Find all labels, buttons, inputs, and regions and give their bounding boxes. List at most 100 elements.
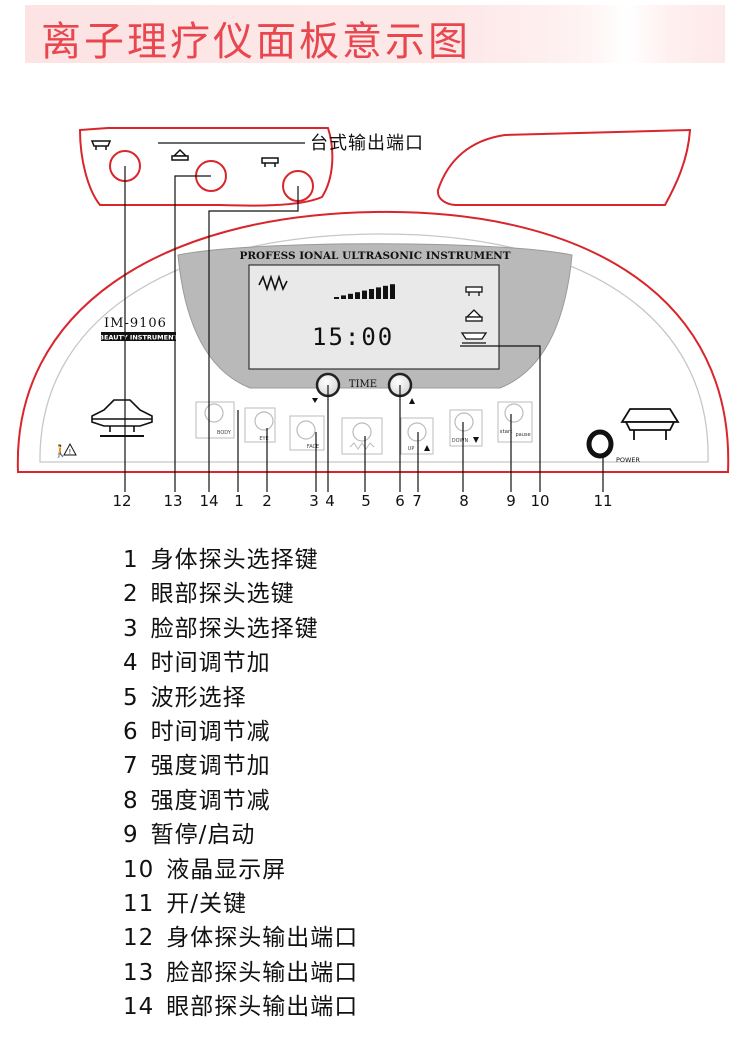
pause-button-label: pause <box>515 432 530 438</box>
legend-text: 脸部探头输出端口 <box>166 959 359 986</box>
legend-num: 12 <box>123 925 155 952</box>
start-pause-button[interactable]: start pause <box>497 401 533 443</box>
model-name: IM-9106 <box>104 316 167 331</box>
intensity-bar <box>362 290 367 299</box>
legend-item: 8 强度调节减 <box>123 784 523 818</box>
wave-select-button[interactable] <box>341 417 383 455</box>
lcd-body-icon <box>460 332 488 344</box>
up-button-label: UP <box>408 446 415 452</box>
body-probe-icon-left <box>91 399 153 437</box>
eye-probe-port-icon <box>261 157 279 167</box>
legend-item: 14 眼部探头输出端口 <box>123 990 523 1024</box>
legend-num: 5 <box>123 684 139 711</box>
callout-4: 4 <box>325 492 335 510</box>
time-label: TIME <box>349 379 377 390</box>
intensity-bar <box>341 295 346 299</box>
up-arrow-icon <box>424 445 430 451</box>
page-title: 离子理疗仪面板意示图 <box>41 19 471 65</box>
callout-5: 5 <box>361 492 371 510</box>
intensity-bar <box>348 293 353 299</box>
face-select-button[interactable]: FACE <box>289 415 325 451</box>
legend-item: 5 波形选择 <box>123 681 523 715</box>
power-button[interactable] <box>586 429 614 459</box>
intensity-bar <box>334 297 339 299</box>
callout-14: 14 <box>199 492 218 510</box>
legend-text: 波形选择 <box>150 684 247 711</box>
start-button-label: start <box>500 429 514 435</box>
time-down-arrow-icon <box>409 398 415 404</box>
callout-8: 8 <box>459 492 469 510</box>
intensity-up-button[interactable]: UP <box>400 417 434 455</box>
callout-13: 13 <box>163 492 182 510</box>
callout-12: 12 <box>112 492 131 510</box>
brand-badge: BEAUTY INSTRUMENT <box>99 334 179 342</box>
legend-item: 11 开/关键 <box>123 887 523 921</box>
body-button-label: BODY <box>217 430 232 436</box>
legend-num: 7 <box>123 753 139 780</box>
intensity-down-button[interactable]: DOWN <box>449 409 483 447</box>
power-label: POWER <box>616 456 641 464</box>
legend-num: 4 <box>123 650 139 677</box>
legend-text: 开/关键 <box>166 890 248 917</box>
legend-text: 身体探头输出端口 <box>166 925 359 952</box>
legend-item: 6 时间调节减 <box>123 715 523 749</box>
title-banner: 离子理疗仪面板意示图 <box>25 5 725 65</box>
callout-leaders <box>124 166 604 492</box>
panel-header: PROFESS IONAL ULTRASONIC INSTRUMENT <box>239 250 510 262</box>
legend-num: 3 <box>123 615 139 642</box>
callout-2: 2 <box>262 492 272 510</box>
legend-num: 9 <box>123 822 139 849</box>
intensity-bar <box>383 285 388 299</box>
legend-text: 强度调节减 <box>150 787 271 814</box>
down-button-label: DOWN <box>452 438 469 444</box>
callout-1: 1 <box>234 492 244 510</box>
body-select-button[interactable]: BODY <box>195 401 235 439</box>
port-label: 台式输出端口 <box>310 133 424 154</box>
legend-text: 暂停/启动 <box>150 822 256 849</box>
legend-text: 眼部探头选键 <box>150 581 295 608</box>
legend-num: 8 <box>123 787 139 814</box>
down-arrow-icon <box>473 437 479 443</box>
intensity-bar <box>355 292 360 299</box>
intensity-level-bars <box>334 284 395 299</box>
eye-select-button[interactable]: EYE <box>244 407 276 443</box>
callout-3: 3 <box>309 492 319 510</box>
callout-9: 9 <box>506 492 516 510</box>
time-up-arrow-icon <box>312 398 318 403</box>
callout-10: 10 <box>530 492 549 510</box>
waveform-icon <box>258 274 288 292</box>
face-button-label: FACE <box>307 444 319 450</box>
legend-num: 13 <box>123 959 155 986</box>
intensity-bar <box>390 284 395 299</box>
legend-text: 时间调节减 <box>150 718 271 745</box>
legend-num: 6 <box>123 718 139 745</box>
legend-text: 液晶显示屏 <box>166 856 287 883</box>
legend-num: 11 <box>123 890 155 917</box>
eye-probe-icon-right <box>620 408 680 440</box>
intensity-bar <box>369 289 374 299</box>
legend-item: 9 暂停/启动 <box>123 818 523 852</box>
legend-item: 12 身体探头输出端口 <box>123 921 523 955</box>
legend-text: 眼部探头输出端口 <box>166 994 359 1021</box>
lcd-screen <box>248 264 500 370</box>
legend-num: 10 <box>123 856 155 883</box>
legend-item: 4 时间调节加 <box>123 646 523 680</box>
intensity-bar <box>376 287 381 299</box>
callout-11: 11 <box>593 492 612 510</box>
svg-text:!: ! <box>69 448 72 456</box>
legend-item: 2 眼部探头选键 <box>123 577 523 611</box>
lcd-face-icon <box>465 309 483 322</box>
legend-text: 时间调节加 <box>150 650 271 677</box>
body-probe-port-icon <box>90 140 112 150</box>
callout-6: 6 <box>395 492 405 510</box>
legend-item: 13 脸部探头输出端口 <box>123 956 523 990</box>
eye-button-label: EYE <box>259 436 268 442</box>
legend-num: 2 <box>123 581 139 608</box>
legend-num: 14 <box>123 994 155 1021</box>
lcd-time: 15:00 <box>312 323 394 351</box>
